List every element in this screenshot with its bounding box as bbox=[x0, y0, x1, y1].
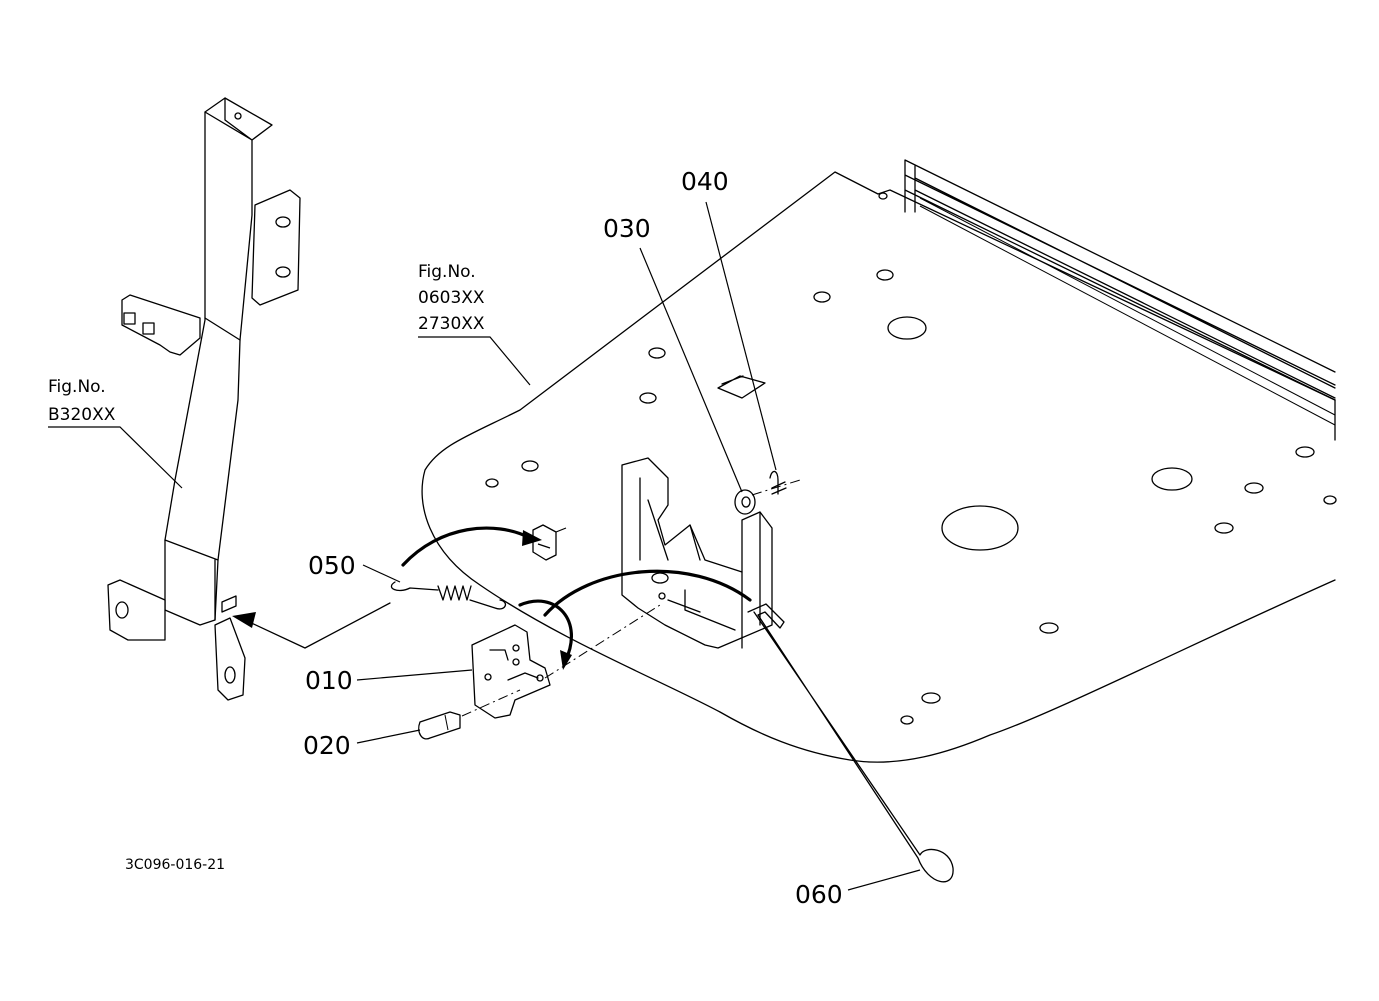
leader-fig-b320 bbox=[48, 426, 183, 489]
part-060-wire-rod bbox=[747, 603, 954, 883]
plate-small-holes bbox=[485, 192, 1337, 725]
lock-bracket-detail bbox=[639, 477, 761, 649]
plate-large-hole bbox=[941, 505, 1019, 551]
fig-ref-0603-line-2: 0603XX bbox=[418, 288, 485, 308]
figure-reference-b320: Fig.No. B320XX bbox=[48, 377, 116, 425]
pin-center-line bbox=[461, 479, 801, 717]
frame-hole bbox=[234, 112, 242, 120]
part-010-hole bbox=[484, 673, 492, 681]
frame-post bbox=[164, 97, 273, 626]
part-050-spring bbox=[390, 581, 507, 610]
leader-060 bbox=[847, 869, 921, 891]
leader-040 bbox=[705, 201, 777, 471]
frame-side-plate bbox=[251, 189, 301, 306]
assembly-arrow-lock-plate bbox=[518, 599, 573, 664]
frame-foot-plate bbox=[107, 579, 166, 641]
part-number-050: 050 bbox=[308, 551, 356, 580]
part-010-lock-plate bbox=[471, 624, 551, 719]
arrow-head bbox=[232, 612, 256, 628]
figure-reference-0603: Fig.No. 0603XX 2730XX bbox=[418, 262, 485, 334]
arrow-head bbox=[560, 650, 572, 670]
fig-ref-0603-line-1: Fig.No. bbox=[418, 262, 476, 282]
part-number-010: 010 bbox=[305, 666, 353, 695]
frame-assembly bbox=[107, 97, 301, 701]
part-number-060: 060 bbox=[795, 880, 843, 909]
fig-ref-b320-line-2: B320XX bbox=[48, 405, 116, 425]
plate-rear-rail-inner bbox=[919, 197, 1336, 426]
part-040-clip-pin bbox=[769, 470, 787, 495]
part-number-040: 040 bbox=[681, 167, 729, 196]
part-010-hole bbox=[512, 644, 520, 652]
frame-foot-hole bbox=[115, 601, 129, 619]
leader-fig-0603 bbox=[418, 336, 531, 386]
lock-bracket bbox=[621, 457, 773, 649]
frame-slot bbox=[275, 216, 291, 228]
frame-post-edge bbox=[164, 97, 253, 621]
part-030-washer bbox=[734, 489, 756, 515]
plate-hole bbox=[887, 316, 927, 340]
frame-nut bbox=[142, 322, 155, 335]
leader-020 bbox=[356, 729, 421, 744]
lock-bracket-hole bbox=[651, 572, 669, 584]
frame-nut bbox=[123, 312, 136, 325]
drawing-number: 3C096-016-21 bbox=[125, 857, 225, 873]
leader-050 bbox=[362, 564, 401, 583]
leader-030 bbox=[639, 247, 743, 493]
part-010-hole bbox=[536, 674, 544, 682]
small-clip bbox=[532, 524, 557, 561]
assembly-arrow-frame bbox=[244, 602, 391, 649]
plate-assembly bbox=[421, 159, 1337, 763]
part-number-030: 030 bbox=[603, 214, 651, 243]
frame-lower-hole bbox=[224, 666, 236, 684]
plate-slot bbox=[717, 375, 766, 399]
fig-ref-0603-line-3: 2730XX bbox=[418, 314, 485, 334]
assembly-arrow-spring bbox=[401, 526, 532, 567]
plate-outline bbox=[421, 171, 1336, 763]
lock-bracket-hole bbox=[658, 592, 666, 600]
part-number-020: 020 bbox=[303, 731, 351, 760]
part-010-detail bbox=[489, 649, 539, 681]
leader-010 bbox=[356, 669, 473, 681]
plate-hole bbox=[1151, 467, 1193, 491]
part-010-hole bbox=[512, 658, 520, 666]
frame-slot bbox=[275, 266, 291, 278]
part-030-washer-hole bbox=[741, 496, 751, 508]
part-020-pin bbox=[418, 711, 461, 740]
arrow-head bbox=[522, 530, 542, 546]
part-020-pin-shoulder bbox=[444, 714, 449, 731]
frame-pin bbox=[221, 595, 237, 613]
frame-lower-tab bbox=[214, 617, 246, 701]
clip-axis bbox=[555, 527, 567, 533]
frame-nut-bracket bbox=[121, 294, 201, 356]
plate-rear-rail bbox=[904, 159, 1336, 401]
assembly-arrow-rod bbox=[543, 569, 752, 617]
fig-ref-b320-line-1: Fig.No. bbox=[48, 377, 106, 397]
